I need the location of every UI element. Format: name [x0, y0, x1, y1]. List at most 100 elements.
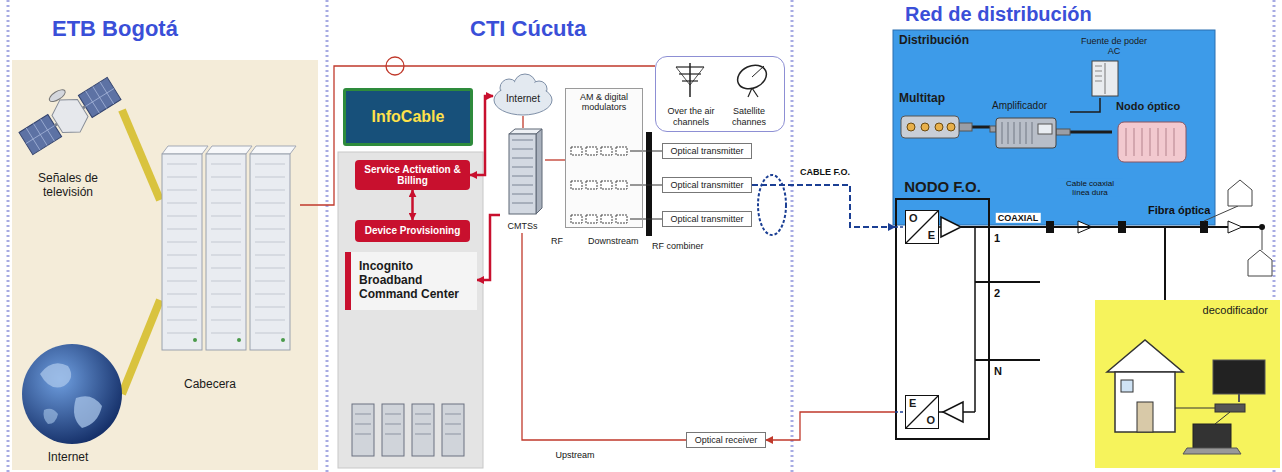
drawing-part: [1238, 394, 1240, 402]
node-text: Optical receiver: [695, 435, 758, 445]
drawing-part: [1007, 122, 1008, 144]
drawing-part: [630, 185, 642, 186]
drawing-part: [990, 359, 1040, 361]
drawing-part: [255, 307, 285, 308]
distribution-inset: DistribuciónMultitapAmplificadorFuente d…: [893, 30, 1215, 225]
connector: [522, 116, 523, 128]
drawing-part: [1115, 372, 1175, 432]
drawing-part: [167, 203, 197, 204]
drawing-part: [412, 404, 434, 456]
node-text: O: [926, 415, 935, 426]
drawing-part: [355, 424, 371, 425]
drawing-part: [1248, 250, 1272, 276]
drawing-part: [1262, 227, 1263, 250]
subscriber-area: decodificador: [1095, 300, 1280, 468]
panel-ground: [12, 60, 318, 470]
drawing-part: [1019, 122, 1020, 144]
signal-name: RF: [551, 236, 563, 246]
drawing-part: [167, 307, 197, 308]
node-text: Señales de televisión: [18, 172, 118, 200]
connector-label: Upstream: [553, 450, 596, 460]
drawing-part: [26, 126, 55, 144]
panel-title: CTI Cúcuta: [470, 16, 586, 41]
drawing-part: [906, 396, 938, 428]
connector: [990, 227, 1165, 300]
drawing-part: [1165, 128, 1167, 156]
source-box: Over the air channelsSatellite channes: [655, 56, 785, 132]
drawing-part: [211, 307, 241, 308]
drawing-part: [1165, 226, 1262, 228]
drawing-part: [571, 181, 582, 189]
drawing-part: [939, 411, 943, 413]
drawing-part: [990, 126, 996, 132]
node-text: Nodo óptico: [1116, 100, 1180, 113]
drawing-part: [415, 434, 431, 435]
drawing-part: [752, 66, 764, 77]
drawing-part: [326, 0, 329, 472]
drawing-part: [1056, 129, 1070, 135]
node-text: decodificador: [1203, 304, 1268, 317]
drawing-part: [167, 294, 197, 295]
drawing-part: [990, 281, 1040, 283]
node-text: Internet: [48, 451, 89, 465]
transmitter-box: Optical transmitter: [662, 143, 752, 159]
drawing-part: [896, 199, 989, 439]
drawing-part: [515, 75, 535, 95]
drawing-part: [355, 434, 371, 435]
drawing-part: [586, 215, 597, 223]
drawing-part: [947, 123, 955, 131]
drawing-part: [250, 154, 290, 350]
node-text: Multitap: [899, 92, 945, 106]
drawing-part: [1175, 408, 1215, 409]
node-text: Internet: [506, 93, 540, 105]
node-text: CMTSs: [508, 221, 538, 231]
drawing-part: [616, 181, 627, 189]
node-text: RF combiner: [652, 241, 704, 251]
drawing-part: [1118, 122, 1186, 162]
drawing-part: [1228, 180, 1252, 206]
internet-cloud: Internet: [493, 76, 553, 116]
software-panel: [338, 152, 483, 468]
drawing-part: [1193, 424, 1231, 448]
drawing-part: [616, 147, 627, 155]
drawing-part: [385, 414, 401, 415]
drawing-part: [162, 154, 202, 350]
drawing-part: [1095, 71, 1102, 72]
drawing-part: [748, 88, 752, 97]
drawing-part: [255, 216, 285, 217]
drawing-part: [237, 338, 241, 342]
drawing-part: [355, 414, 461, 434]
connector: [411, 190, 414, 220]
drawing-part: [601, 181, 612, 189]
drawing-part: [85, 88, 114, 106]
headend-rack: Cabecera: [160, 140, 300, 396]
drawing-part: [959, 123, 972, 131]
drawing-part: [791, 0, 794, 472]
drawing-part: [382, 404, 404, 456]
node-text: E: [909, 398, 916, 409]
drawing-part: [167, 229, 197, 230]
node-text: Optical transmitter: [670, 146, 743, 156]
drawing-part: [1125, 128, 1127, 156]
drawing-part: [206, 154, 246, 350]
combiner-label: RF combiner: [650, 238, 730, 254]
drawing-part: [679, 73, 701, 74]
drawing-part: [586, 147, 597, 155]
drawing-part: [630, 219, 642, 220]
drawing-part: [1031, 122, 1032, 144]
drawing-part: [1213, 360, 1265, 394]
drawing-part: [7, 0, 10, 472]
node-text: O: [909, 213, 918, 224]
drawing-part: [601, 147, 612, 155]
drawing-part: [385, 434, 401, 435]
process-box: Device Provisioning: [355, 220, 470, 242]
port-number: N: [994, 365, 1002, 378]
headend-rack-drawing: [160, 140, 300, 396]
drawing-part: [415, 424, 431, 425]
drawing-part: [255, 229, 285, 230]
drawing-part: [941, 217, 961, 237]
drawing-part: [975, 281, 990, 283]
drawing-part: [40, 363, 71, 387]
drawing-part: [193, 338, 197, 342]
drawing-part: [1200, 221, 1208, 233]
